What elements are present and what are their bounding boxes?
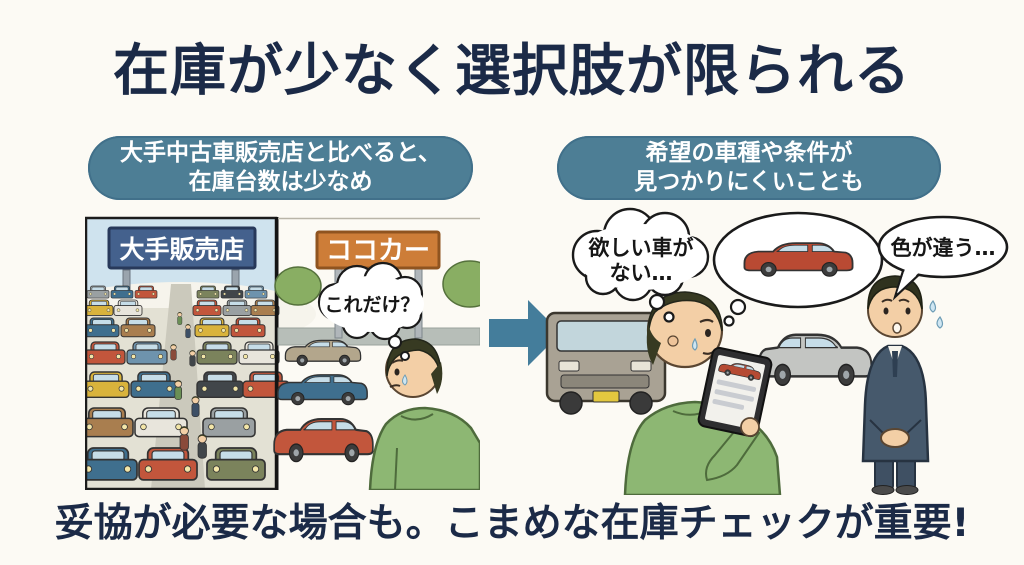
- speech-wrong-color-label: 色が違う…: [891, 236, 996, 260]
- tie: [892, 351, 898, 377]
- thought-no-car-line1: 欲しい車が: [588, 236, 694, 260]
- small-inventory-cars: [273, 339, 374, 463]
- speech-bubble-wrong-color: 色が違う…: [877, 215, 1009, 301]
- thought-bubble-only-this: これだけ？: [317, 261, 424, 361]
- sweat-drop: [691, 337, 698, 351]
- thought-no-car-line2: ない…: [610, 261, 673, 285]
- thought-bubble-no-car: 欲しい車が ない…: [571, 207, 710, 323]
- big-dealer-scene: 大手販売店: [85, 216, 316, 490]
- left-header-line1: 大手中古車販売店と比べると、: [119, 140, 442, 167]
- customer-left: [368, 338, 480, 490]
- left-header-pill: 大手中古車販売店と比べると、 在庫台数は少なめ: [88, 136, 473, 200]
- hair: [647, 291, 723, 340]
- bush: [274, 266, 322, 306]
- coco-car-scene: ココカー: [273, 230, 480, 490]
- coco-car-sign: ココカー: [315, 230, 441, 339]
- right-header-pill: 希望の車種や条件が 見つかりにくいことも: [557, 136, 941, 200]
- thought-only-this-label: これだけ？: [324, 294, 419, 316]
- right-header-line2: 見つかりにくいことも: [634, 169, 864, 195]
- page-title: 在庫が少なく選択肢が限られる: [113, 39, 911, 104]
- salesman: [861, 275, 944, 495]
- silver-car: [757, 333, 873, 387]
- hand: [740, 417, 760, 437]
- thought-bubble-dream-car: [712, 211, 884, 327]
- transition-arrow: [489, 300, 561, 366]
- big-dealer-sign-label: 大手販売店: [119, 235, 244, 264]
- green-jacket: [368, 406, 480, 490]
- van: [545, 311, 667, 415]
- left-illustration: 大手販売店: [85, 216, 480, 490]
- sweat-drop: [402, 374, 408, 386]
- scene-divider: [275, 217, 279, 490]
- customer-with-tablet: [623, 291, 782, 495]
- footer-message: 妥協が必要な場合も。こまめな在庫チェックが重要!: [54, 501, 970, 546]
- hair: [386, 338, 442, 381]
- big-dealer-sign: 大手販売店: [107, 226, 257, 293]
- bush: [442, 260, 480, 308]
- left-header-line2: 在庫台数は少なめ: [188, 169, 373, 195]
- folded-hands: [880, 428, 910, 448]
- sweat-drop: [929, 299, 937, 313]
- right-arrow-icon: [489, 300, 561, 366]
- license-plate: [592, 390, 620, 403]
- right-header-line1: 希望の車種や条件が: [645, 140, 853, 167]
- tablet: [697, 346, 773, 438]
- sweat-drop: [936, 315, 944, 329]
- coco-car-sign-label: ココカー: [326, 236, 430, 266]
- right-illustration: 欲しい車が ない… 色が違う…: [545, 207, 1009, 495]
